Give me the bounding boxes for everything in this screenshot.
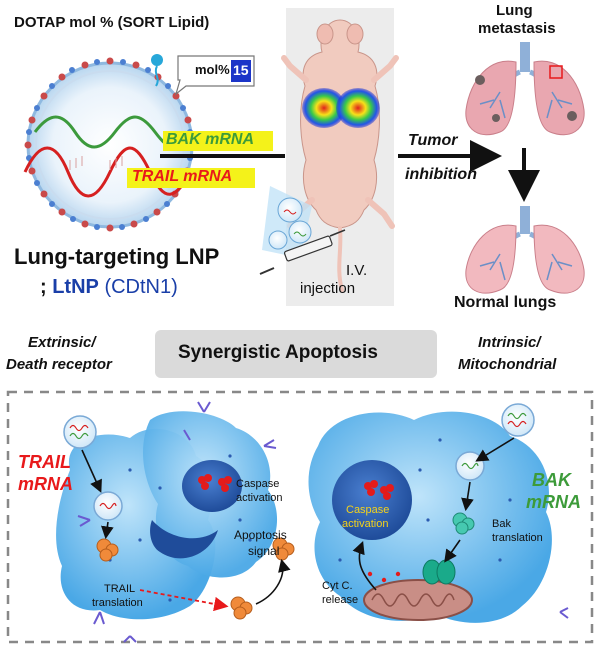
receptors <box>559 607 569 619</box>
injection-illustration <box>259 186 346 275</box>
lnp-name-line: ; LtNP (CDtN1) <box>40 276 178 299</box>
lnp-name: LtNP <box>52 276 99 298</box>
trail-translation-line1: TRAIL <box>104 583 136 595</box>
normal-lungs-illustration <box>465 206 585 294</box>
cytc-release-line2: release <box>322 594 359 606</box>
caspase-right-line1: Caspase <box>346 504 390 516</box>
trail-mrna-bottom-line2: mRNA <box>18 474 74 494</box>
synergy-bar <box>155 330 437 378</box>
trail-translation-line2: translation <box>92 597 143 609</box>
sort-lipid-icon <box>151 54 163 87</box>
apoptosis-signal-line2: signal <box>248 544 280 558</box>
injection-line2: injection <box>300 280 356 297</box>
trail-mrna-bottom-line1: TRAIL <box>18 452 71 472</box>
bak-mrna-label: BAK mRNA <box>166 131 254 148</box>
trail-highlight <box>127 168 255 188</box>
mol-value-box <box>231 60 251 82</box>
synergistic-apoptosis-label: Synergistic Apoptosis <box>178 342 378 363</box>
lung-metastasis-line2: metastasis <box>478 20 556 37</box>
lnp-prefix: ; <box>40 276 53 298</box>
mol-value: 15 <box>233 62 249 78</box>
caspase-right-line2: activation <box>342 518 389 530</box>
bak-highlight <box>163 131 273 151</box>
sort-lipid-title: DOTAP mol % (SORT Lipid) <box>14 14 210 31</box>
extrinsic-cell <box>56 401 295 643</box>
tumor-line2: inhibition <box>405 166 477 183</box>
injection-line1: I.V. <box>346 262 368 279</box>
bak-translation-line2: translation <box>492 532 543 544</box>
lnp-title: Lung-targeting LNP <box>14 244 220 269</box>
extrinsic-line2: Death receptor <box>6 356 112 373</box>
tumor-line1: Tumor <box>408 132 458 149</box>
lnp-code: (CDtN1) <box>98 276 178 298</box>
bak-mrna-bottom-line2: mRNA <box>526 492 582 512</box>
cytc-release-line1: Cyt C. <box>322 580 353 592</box>
mol-label: mol% <box>195 62 230 77</box>
extrinsic-line1: Extrinsic/ <box>28 334 96 351</box>
trail-mrna-label: TRAIL mRNA <box>132 168 233 185</box>
lung-metastasis-line1: Lung <box>496 2 533 19</box>
mouse-panel <box>281 8 399 306</box>
normal-lungs-label: Normal lungs <box>454 294 557 311</box>
apoptosis-signal-line1: Apoptosis <box>234 528 287 542</box>
intrinsic-cell <box>308 403 552 623</box>
intrinsic-line1: Intrinsic/ <box>478 334 541 351</box>
bak-translation-line1: Bak <box>492 518 511 530</box>
caspase-left-line1: Caspase <box>236 478 280 490</box>
lung-metastasis-illustration <box>465 42 585 136</box>
mechanism-panel <box>6 390 594 644</box>
caspase-left-line2: activation <box>236 492 283 504</box>
intrinsic-line2: Mitochondrial <box>458 356 557 373</box>
bak-mrna-bottom-line1: BAK <box>532 470 571 490</box>
